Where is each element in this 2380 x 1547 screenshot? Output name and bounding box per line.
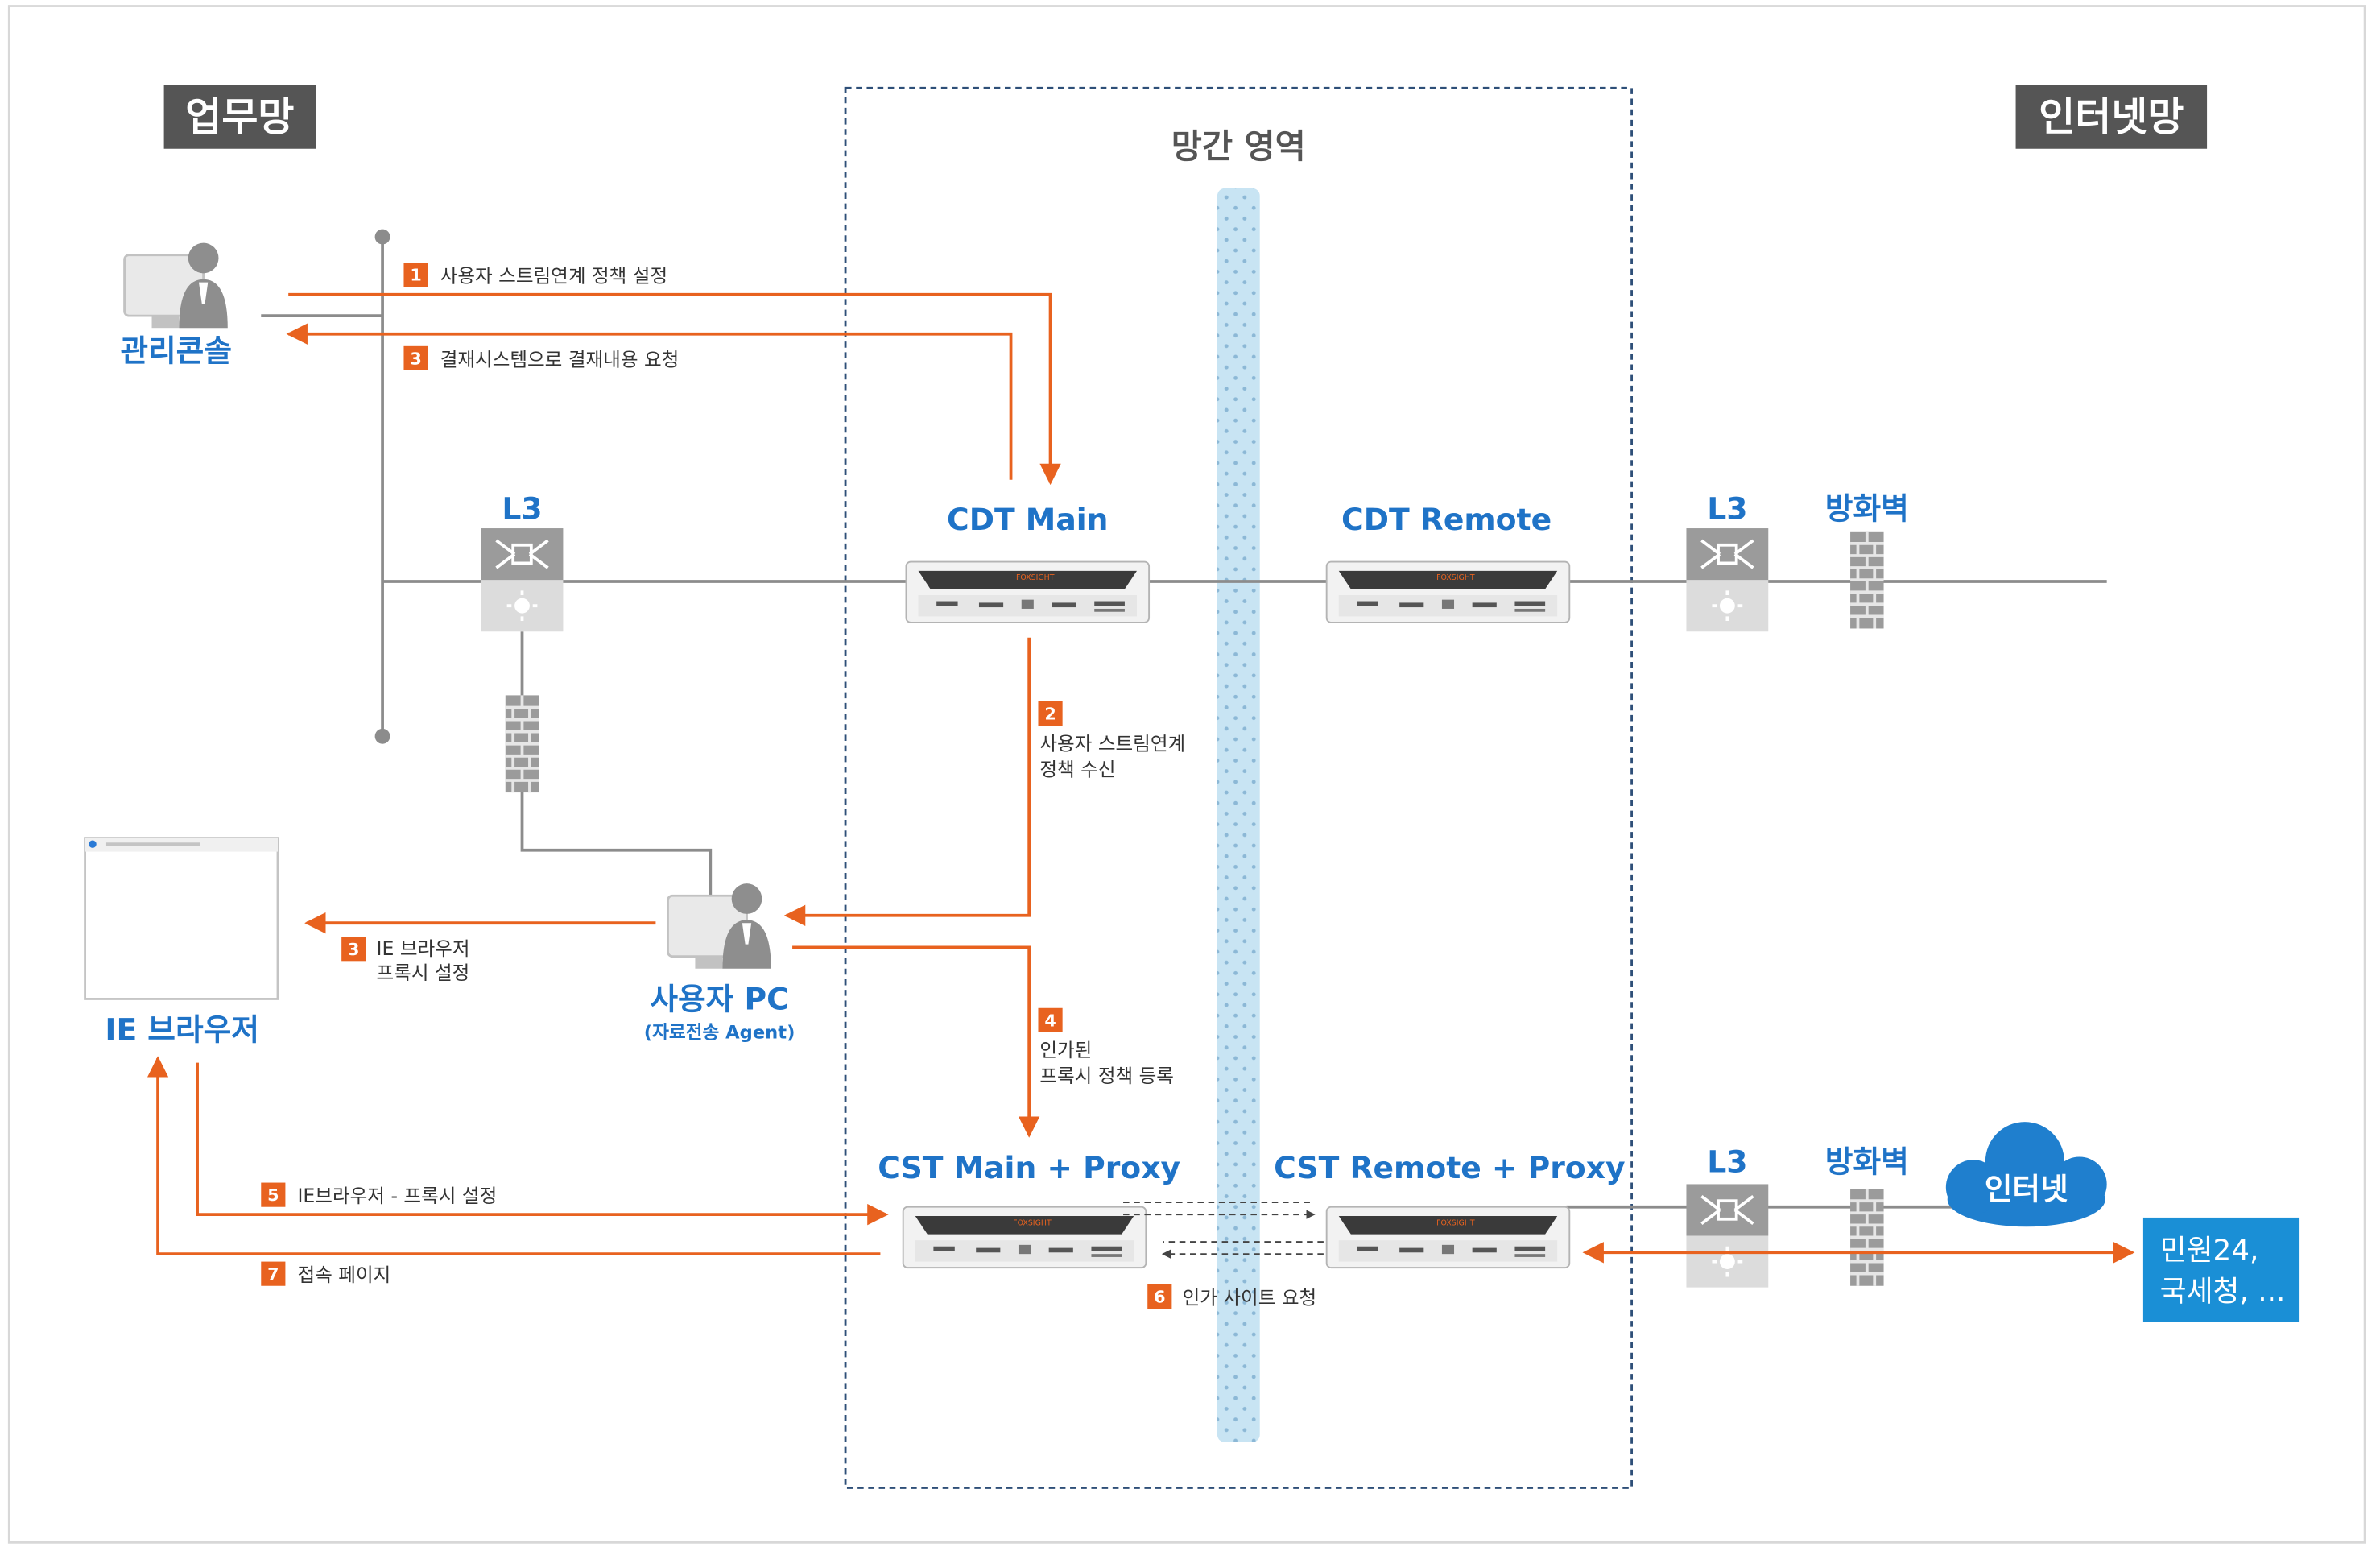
step3-approval-arrow	[286, 323, 1013, 480]
step1-arrow	[288, 292, 1061, 486]
cst-remote-brand: FOXSIGHT	[1436, 1218, 1475, 1227]
internet-network-label: 인터넷망	[2039, 94, 2184, 140]
step6-text: 인가 사이트 요청	[1183, 1286, 1317, 1309]
inter-network-zone-title: 망간 영역	[1171, 127, 1306, 166]
step7-text: 접속 페이지	[298, 1264, 391, 1286]
cdt-main-label: CDT Main	[947, 502, 1108, 537]
step6-badge	[1147, 1284, 1172, 1309]
step4-text-line1: 인가된	[1039, 1039, 1092, 1061]
cst-main-server-icon	[902, 1206, 1147, 1269]
cdt-remote-server-icon	[1325, 560, 1571, 623]
step3-proxy-number: 3	[348, 940, 359, 959]
business-network-tag	[163, 85, 316, 149]
step5-badge	[261, 1182, 286, 1207]
step4-arrow	[792, 945, 1040, 1138]
step2-text-line2: 정책 수신	[1039, 758, 1115, 780]
destination-line2: 국세청, ...	[2160, 1276, 2286, 1309]
step6-number: 6	[1154, 1287, 1165, 1306]
l3-left-switch-icon	[479, 527, 565, 634]
admin-console-label: 관리콘솔	[120, 333, 232, 369]
step7-arrow	[147, 1056, 881, 1256]
step3-proxy-text-line1: IE 브라우저	[377, 937, 470, 960]
step1-number: 1	[410, 266, 421, 285]
cst-main-label: CST Main + Proxy	[878, 1150, 1180, 1185]
l3-right-bottom-switch-icon	[1684, 1182, 1771, 1289]
step3-approval-badge	[403, 345, 428, 370]
internet-label: 인터넷	[1985, 1171, 2068, 1206]
step2-text-line1: 사용자 스트림연계	[1039, 732, 1185, 755]
destination-line1: 민원24,	[2160, 1235, 2259, 1268]
step7-badge	[261, 1261, 286, 1286]
step3-proxy-text-line2: 프록시 설정	[377, 962, 470, 984]
l3-left-label: L3	[502, 491, 542, 527]
internet-network-tag	[2015, 85, 2208, 149]
step4-badge	[1038, 1007, 1063, 1032]
l3-right-bottom-label: L3	[1707, 1144, 1747, 1179]
firewall-top-icon	[1849, 529, 1886, 631]
firewall-bottom-label: 방화벽	[1825, 1144, 1909, 1179]
inter-network-zone-border	[844, 86, 1634, 1489]
step2-number: 2	[1044, 705, 1056, 724]
proxy-tunnel-links	[1123, 1202, 1324, 1259]
internal-firewall-icon	[503, 693, 541, 794]
step2-badge	[1038, 701, 1063, 726]
cdt-remote-brand: FOXSIGHT	[1436, 573, 1475, 582]
step5-arrow	[196, 1062, 889, 1226]
network-divider-dots	[1217, 188, 1260, 1442]
step4-number: 4	[1044, 1011, 1056, 1030]
user-pc-icon	[667, 882, 773, 970]
cdt-main-server-icon	[905, 560, 1151, 623]
outer-frame	[7, 5, 2366, 1544]
cst-main-brand: FOXSIGHT	[1013, 1218, 1052, 1227]
cdt-remote-label: CDT Remote	[1341, 502, 1552, 537]
step5-number: 5	[267, 1185, 279, 1205]
step3-approval-number: 3	[410, 349, 421, 368]
cst-remote-server-icon	[1325, 1206, 1571, 1269]
cdt-main-brand: FOXSIGHT	[1016, 573, 1055, 582]
step1-badge	[403, 263, 428, 287]
step1-text: 사용자 스트림연계 정책 설정	[440, 265, 667, 287]
step5-text: IE브라우저 - 프록시 설정	[298, 1185, 498, 1207]
step3-proxy-badge	[341, 937, 366, 962]
internet-cloud-icon	[1945, 1122, 2107, 1227]
step7-number: 7	[267, 1264, 279, 1284]
firewall-bottom-icon	[1849, 1187, 1886, 1288]
l3-right-top-switch-icon	[1684, 527, 1771, 634]
user-pc-label: 사용자 PC	[650, 982, 788, 1017]
l3-right-top-label: L3	[1707, 491, 1747, 527]
step4-text-line2: 프록시 정책 등록	[1039, 1065, 1174, 1087]
step2-arrow	[783, 637, 1031, 926]
step3-approval-text: 결재시스템으로 결재내용 요청	[440, 348, 680, 370]
firewall-top-label: 방화벽	[1825, 491, 1909, 527]
business-network-label: 업무망	[185, 94, 294, 140]
ie-browser-window	[84, 837, 279, 1000]
destination-sites-box	[2142, 1217, 2300, 1322]
ie-browser-label: IE 브라우저	[105, 1011, 259, 1047]
cst-remote-label: CST Remote + Proxy	[1274, 1150, 1625, 1185]
user-pc-sublabel: (자료전송 Agent)	[644, 1022, 795, 1043]
network-cabling	[261, 229, 2107, 1209]
admin-console-icon	[123, 242, 229, 329]
